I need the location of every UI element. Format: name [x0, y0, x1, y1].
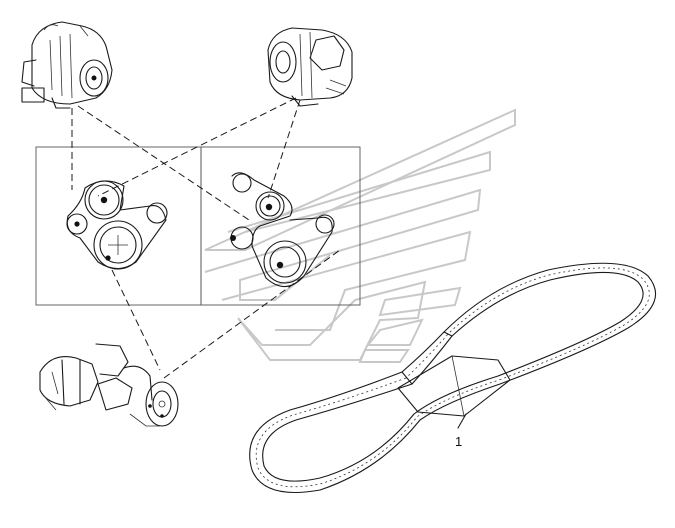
panel-right	[200, 146, 361, 306]
water-pump-sketch	[267, 27, 353, 107]
belt-right	[231, 172, 333, 288]
leader-lines	[71, 97, 341, 379]
callout-leader-1	[457, 413, 467, 429]
crankshaft-sketch	[39, 343, 179, 427]
belt-left	[66, 180, 167, 270]
pulley-upper-right	[255, 191, 285, 221]
alternator-sketch	[21, 21, 113, 109]
pulley-small-right	[315, 214, 335, 234]
pulley-small-left	[146, 202, 168, 224]
left-belt-layout	[66, 180, 168, 270]
watermark-logo	[204, 108, 516, 363]
panel-left	[35, 146, 202, 306]
callout-1: 1	[455, 434, 462, 449]
right-belt-layout	[230, 172, 335, 288]
pulley-top-right	[232, 173, 252, 193]
v-belt-part: 1	[249, 262, 657, 493]
pulley-crankshaft-right	[263, 240, 307, 284]
